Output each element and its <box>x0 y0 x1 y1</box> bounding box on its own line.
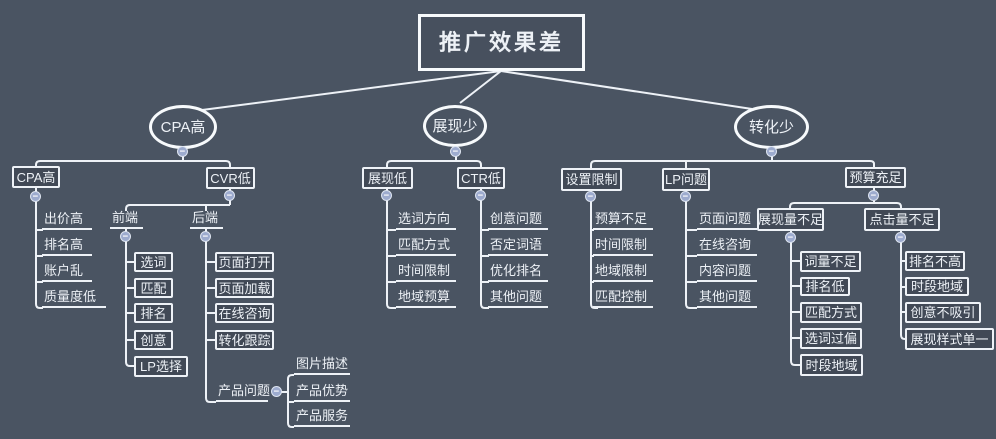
node-region-budget[interactable]: 地域预算 <box>396 290 456 308</box>
node-page-open[interactable]: 页面打开 <box>215 252 274 272</box>
node-bid-high[interactable]: 出价高 <box>42 212 92 230</box>
node-impression-volume-low[interactable]: 展现量不足 <box>757 208 824 231</box>
node-product-service[interactable]: 产品服务 <box>294 409 350 427</box>
node-match-method-2[interactable]: 匹配方式 <box>800 302 862 323</box>
node-creative-unattractive[interactable]: 创意不吸引 <box>905 302 981 323</box>
collapse-toggle-cvr-low[interactable]: − <box>224 190 235 201</box>
collapse-toggle-product-problem[interactable]: − <box>271 386 282 397</box>
node-root[interactable]: 推广效果差 <box>418 14 585 71</box>
node-page-problem[interactable]: 页面问题 <box>697 212 757 230</box>
node-other-problem-right[interactable]: 其他问题 <box>697 290 757 308</box>
node-online-consult-right[interactable]: 在线咨询 <box>697 238 757 256</box>
node-display-style-single[interactable]: 展现样式单一 <box>905 328 994 350</box>
node-match-control[interactable]: 匹配控制 <box>593 290 653 308</box>
collapse-toggle-impression-volume-low[interactable]: − <box>785 232 796 243</box>
collapse-toggle-click-volume-low[interactable]: − <box>895 232 906 243</box>
node-budget-sufficient[interactable]: 预算充足 <box>845 167 906 188</box>
node-account-messy[interactable]: 账户乱 <box>42 264 92 282</box>
collapse-toggle-cpa-high-box[interactable]: − <box>30 191 41 202</box>
node-time-region-left[interactable]: 时段地域 <box>800 354 863 376</box>
node-impressions-few[interactable]: 展现少 <box>423 105 487 147</box>
node-region-limit[interactable]: 地域限制 <box>593 264 653 282</box>
node-word-pick-narrow[interactable]: 选词过偏 <box>800 328 862 349</box>
collapse-toggle-cpa-high[interactable]: − <box>177 146 188 157</box>
node-time-limit-right[interactable]: 时间限制 <box>593 238 653 256</box>
node-display-low[interactable]: 展现低 <box>362 167 413 189</box>
node-creative-problem[interactable]: 创意问题 <box>488 212 548 230</box>
collapse-toggle-impressions-few[interactable]: − <box>450 146 461 157</box>
node-negative-words[interactable]: 否定词语 <box>488 238 548 256</box>
collapse-toggle-setting-limit[interactable]: − <box>585 191 596 202</box>
node-ranking-not-high[interactable]: 排名不高 <box>905 251 965 271</box>
node-setting-limit[interactable]: 设置限制 <box>561 168 622 191</box>
node-rank-high[interactable]: 排名高 <box>42 238 92 256</box>
node-content-problem[interactable]: 内容问题 <box>697 264 757 282</box>
node-time-region-right[interactable]: 时段地域 <box>905 277 969 296</box>
node-creative[interactable]: 创意 <box>134 330 173 350</box>
node-ranking-low[interactable]: 排名低 <box>800 277 850 296</box>
node-front-end[interactable]: 前端 <box>110 211 143 229</box>
node-lp-select[interactable]: LP选择 <box>134 356 188 377</box>
node-word-volume-low[interactable]: 词量不足 <box>800 251 861 272</box>
collapse-toggle-front-end[interactable]: − <box>120 231 131 242</box>
node-cpa-high[interactable]: CPA高 <box>149 105 217 149</box>
collapse-toggle-display-low[interactable]: − <box>381 190 392 201</box>
collapse-toggle-ctr-low[interactable]: − <box>475 190 486 201</box>
node-page-load[interactable]: 页面加载 <box>215 278 274 298</box>
node-word-direction[interactable]: 选词方向 <box>396 212 456 230</box>
node-other-problem-center[interactable]: 其他问题 <box>488 290 548 308</box>
node-optimize-ranking[interactable]: 优化排名 <box>488 264 548 282</box>
node-product-advantage[interactable]: 产品优势 <box>294 384 350 402</box>
node-conversion-track[interactable]: 转化跟踪 <box>215 330 274 350</box>
node-back-end[interactable]: 后端 <box>190 211 223 229</box>
node-ctr-low[interactable]: CTR低 <box>457 167 505 189</box>
node-time-limit-center[interactable]: 时间限制 <box>396 264 456 282</box>
node-quality-low[interactable]: 质量度低 <box>42 290 106 308</box>
node-budget-insufficient[interactable]: 预算不足 <box>593 212 653 230</box>
node-match-method[interactable]: 匹配方式 <box>396 238 456 256</box>
collapse-toggle-lp-problem[interactable]: − <box>680 191 691 202</box>
collapse-toggle-budget-sufficient[interactable]: − <box>868 190 879 201</box>
node-click-volume-low[interactable]: 点击量不足 <box>864 208 940 231</box>
collapse-toggle-back-end[interactable]: − <box>200 231 211 242</box>
node-cvr-low[interactable]: CVR低 <box>206 167 255 189</box>
node-ranking[interactable]: 排名 <box>134 303 173 323</box>
node-image-desc[interactable]: 图片描述 <box>294 357 350 375</box>
node-online-consult[interactable]: 在线咨询 <box>215 303 274 323</box>
node-conversions-few[interactable]: 转化少 <box>734 105 809 149</box>
collapse-toggle-conversions-few[interactable]: − <box>766 146 777 157</box>
node-word-pick[interactable]: 选词 <box>134 252 173 272</box>
node-cpa-high-box[interactable]: CPA高 <box>12 166 60 188</box>
node-match[interactable]: 匹配 <box>134 278 173 298</box>
node-lp-problem[interactable]: LP问题 <box>662 168 710 191</box>
node-product-problem[interactable]: 产品问题 <box>216 384 270 402</box>
